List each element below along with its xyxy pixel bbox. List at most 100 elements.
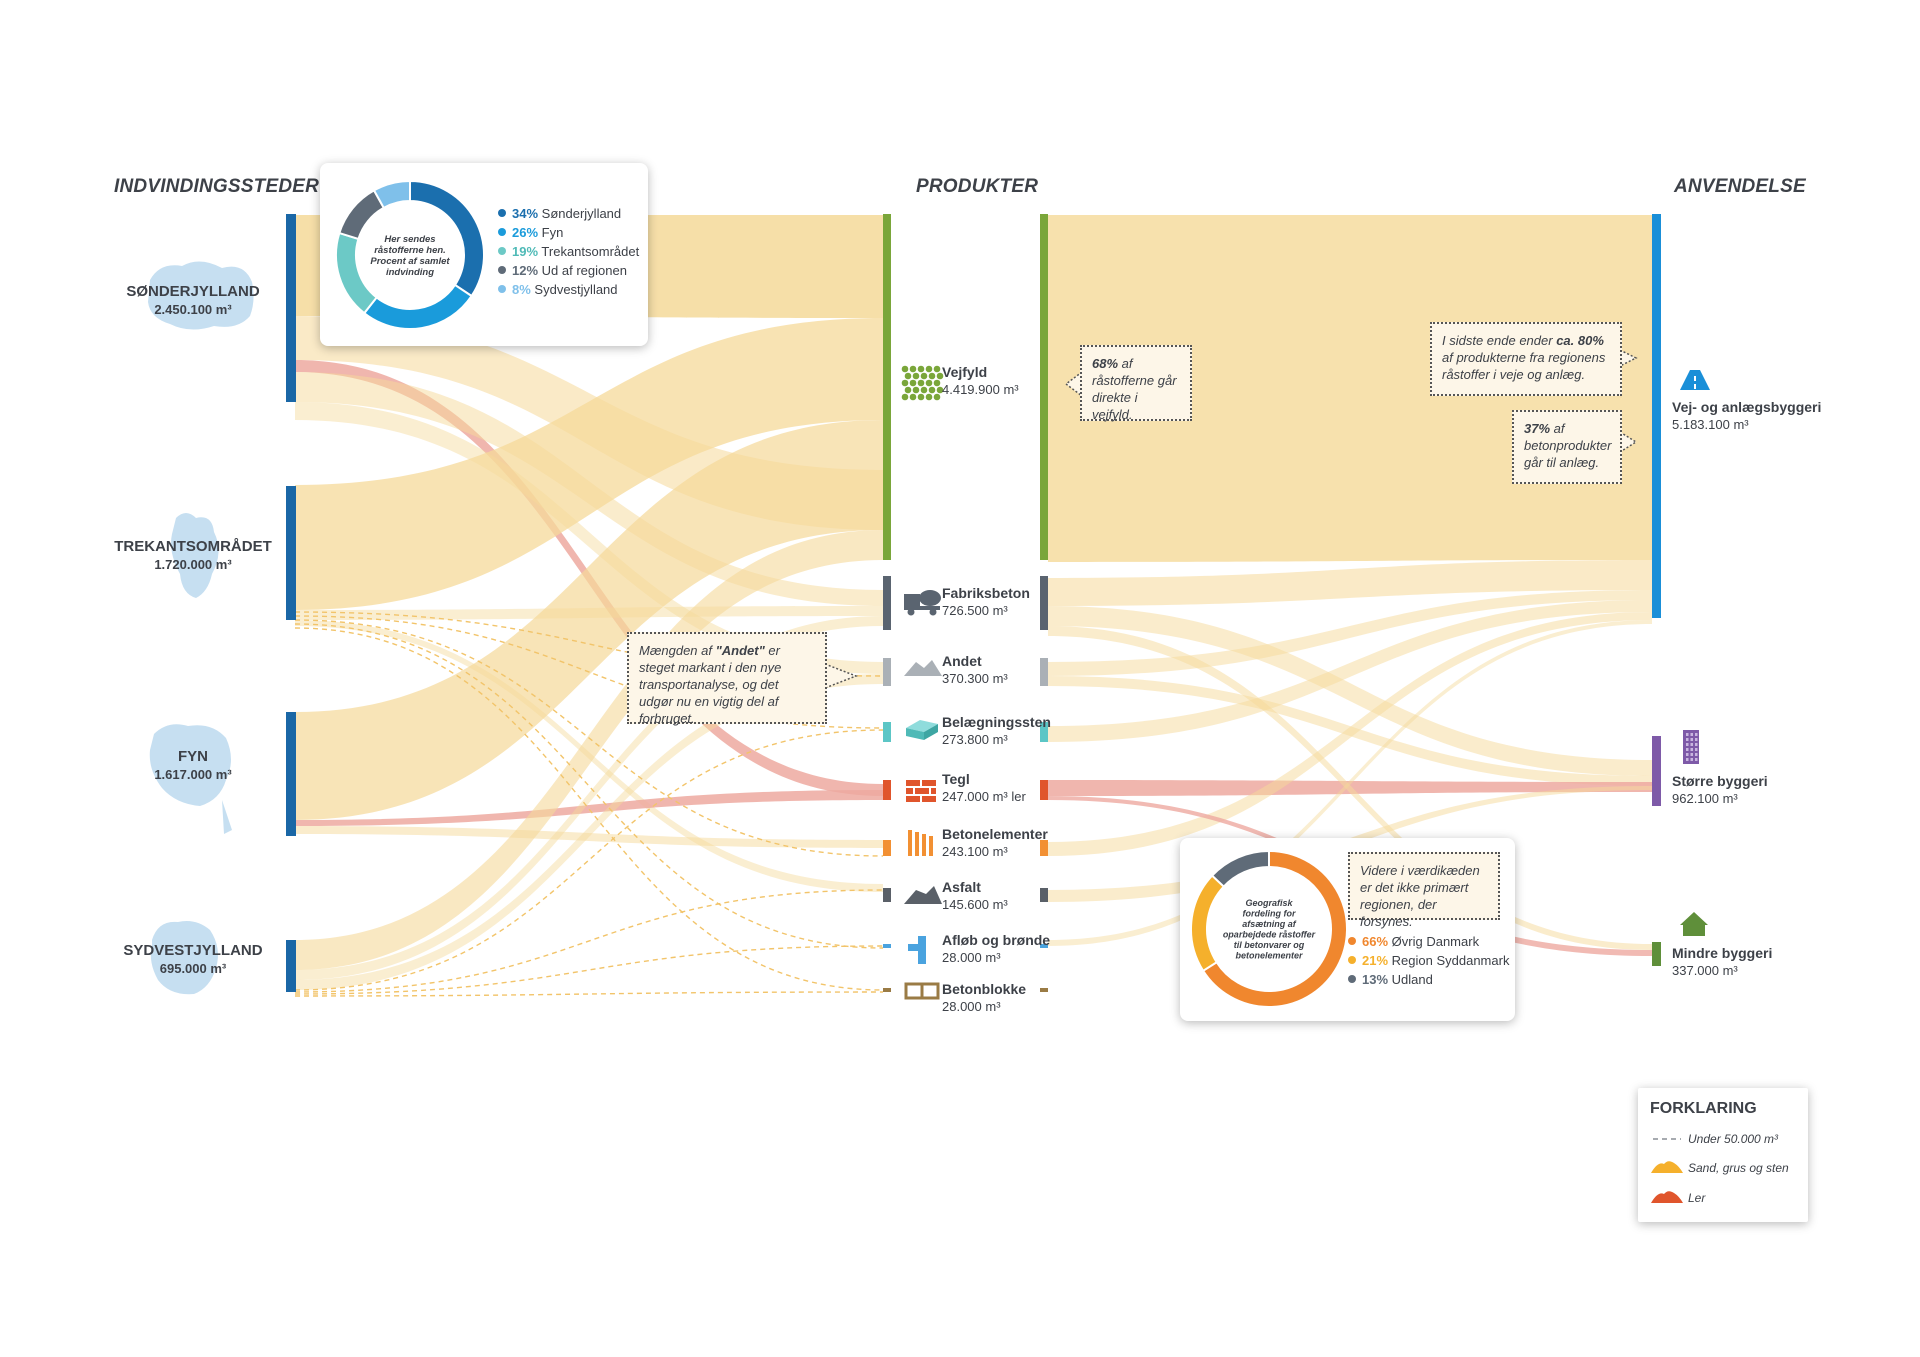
donut2-legend-item: 21% Region Syddanmark (1348, 953, 1509, 968)
header-anvendelse: ANVENDELSE (1674, 176, 1806, 197)
use-volume-vej-og-anlaeg: 5.183.100 m³ (1672, 417, 1749, 432)
legend-box: FORKLARING Under 50.000 m³ Sand, grus og… (1638, 1088, 1808, 1222)
donut1-pct: 8% (512, 282, 531, 297)
product-name-aflob-og-bronde: Afløb og brønde (942, 932, 1051, 948)
flow-band (295, 402, 883, 674)
donut2-legend-item: 66% Øvrig Danmark (1348, 934, 1479, 949)
product-bar-left (883, 944, 891, 948)
header-produkter: PRODUKTER (916, 176, 1039, 197)
product-bar-right (1040, 576, 1048, 630)
donut-center-text: betonelementer (1235, 950, 1303, 960)
donut-center-text: oparbejdede råstoffer (1223, 929, 1316, 939)
donut1-pct: 12% (512, 263, 539, 278)
region-bar (286, 214, 296, 402)
region-name-sonderjylland: SØNDERJYLLAND (126, 283, 260, 300)
note-concrete-share: 37% af betonprodukter går til anlæg. (1512, 410, 1622, 484)
flow-band (1048, 626, 1652, 950)
region-volume-fyn: 1.617.000 m³ (154, 767, 232, 782)
note-emphasis: 37% (1524, 421, 1551, 436)
use-name-storre-byggeri: Større byggeri (1672, 773, 1768, 789)
product-name-betonelementer: Betonelementer (942, 826, 1048, 842)
product-name-andet: Andet (942, 653, 982, 669)
region-name-fyn: FYN (178, 748, 208, 765)
header-indvindingssteder: INDVINDINGSSTEDER (114, 176, 320, 197)
product-bar-left (883, 658, 891, 686)
small-flow-line (294, 615, 884, 729)
flow-band (1048, 560, 1652, 606)
product-bar-right (1040, 214, 1048, 560)
donut2-label: Region Syddanmark (1391, 953, 1510, 968)
use-bar (1652, 214, 1661, 618)
legend-dot (498, 247, 506, 255)
small-flow-line (294, 945, 884, 995)
flow-band (295, 318, 883, 610)
donut-center-text: indvinding (386, 267, 434, 278)
donut2-pct: 21% (1362, 953, 1389, 968)
small-flow-line (294, 611, 884, 677)
flow-band (1048, 620, 1652, 946)
donut-slice (372, 179, 411, 210)
product-bar-right (1040, 888, 1048, 902)
note-vejfyld-share: 68% af råstofferne går direkte i vejfyld… (1080, 345, 1192, 422)
donut-center-text: Geografisk (1245, 898, 1293, 908)
sand-pile-icon (1651, 1161, 1683, 1173)
note-pointer (1064, 371, 1083, 397)
flow-band (1048, 590, 1652, 676)
product-volume-betonelementer: 243.100 m³ (942, 844, 1008, 859)
donut1-legend-item: 19% Trekantsområdet (498, 244, 639, 259)
product-volume-vejfyld: 4.419.900 m³ (942, 382, 1019, 397)
note-text: af råstofferne går direkte i vejfyld. (1092, 356, 1177, 422)
product-bar-right (1040, 988, 1048, 992)
small-flow-line (294, 619, 884, 857)
road-icon (1680, 370, 1710, 390)
product-bar-right (1040, 780, 1048, 800)
donut-center-text: råstofferne hen. (374, 245, 446, 256)
product-bar-left (883, 988, 891, 992)
product-volume-fabriksbeton: 726.500 m³ (942, 603, 1008, 618)
region-volume-sonderjylland: 2.450.100 m³ (154, 302, 232, 317)
gravel-pile-icon (901, 365, 944, 401)
flow-band (1048, 606, 1652, 776)
donut2-pct: 13% (1362, 972, 1389, 987)
brick-wall-icon (906, 780, 936, 802)
region-name-trekantsomradet: TREKANTSOMRÅDET (114, 538, 272, 555)
flow-band (295, 420, 883, 820)
use-volume-storre-byggeri: 962.100 m³ (1672, 791, 1738, 806)
region-maps (148, 261, 254, 995)
dashed-line-sample (1653, 1138, 1681, 1140)
note-emphasis: 68% (1092, 356, 1119, 371)
product-name-betonblokke: Betonblokke (942, 981, 1027, 997)
clay-flow-band (295, 790, 883, 826)
product-name-vejfyld: Vejfyld (942, 364, 988, 380)
donut-center-text: afsætning af (1242, 919, 1297, 929)
clay-pile-icon (1651, 1191, 1683, 1203)
note-text: er steget markant i den nye transportana… (639, 643, 782, 726)
donut1-legend-item: 8% Sydvestjylland (498, 282, 618, 297)
donut1-label: Ud af regionen (541, 263, 627, 278)
note-text: Mængden af (639, 643, 716, 658)
product-bar-left (883, 780, 891, 800)
legend-dot (498, 285, 506, 293)
product-volume-asfalt: 145.600 m³ (942, 897, 1008, 912)
legend-dot (498, 228, 506, 236)
sydvestjylland-map-icon (150, 921, 218, 995)
product-volume-betonblokke: 28.000 m³ (942, 999, 1001, 1014)
tall-building-icon (1683, 730, 1699, 764)
legend-dot (1348, 975, 1356, 983)
drain-pipe-icon (908, 936, 926, 964)
flow-band (1048, 215, 1652, 562)
small-flow-line (294, 991, 884, 997)
donut1-label: Sydvestjylland (534, 282, 618, 297)
note-text: Videre i værdikæden er det ikke primært … (1360, 863, 1480, 929)
asphalt-pile-icon (904, 886, 942, 904)
legend-sand-label: Sand, grus og sten (1688, 1161, 1789, 1175)
donut2-label: Øvrig Danmark (1391, 934, 1480, 949)
note-pointer (824, 663, 859, 689)
note-pointer (1619, 349, 1638, 367)
product-bar-right (1040, 840, 1048, 856)
note-text: af produkterne fra regionens råstoffer i… (1442, 350, 1606, 382)
donut1-pct: 26% (512, 225, 539, 240)
